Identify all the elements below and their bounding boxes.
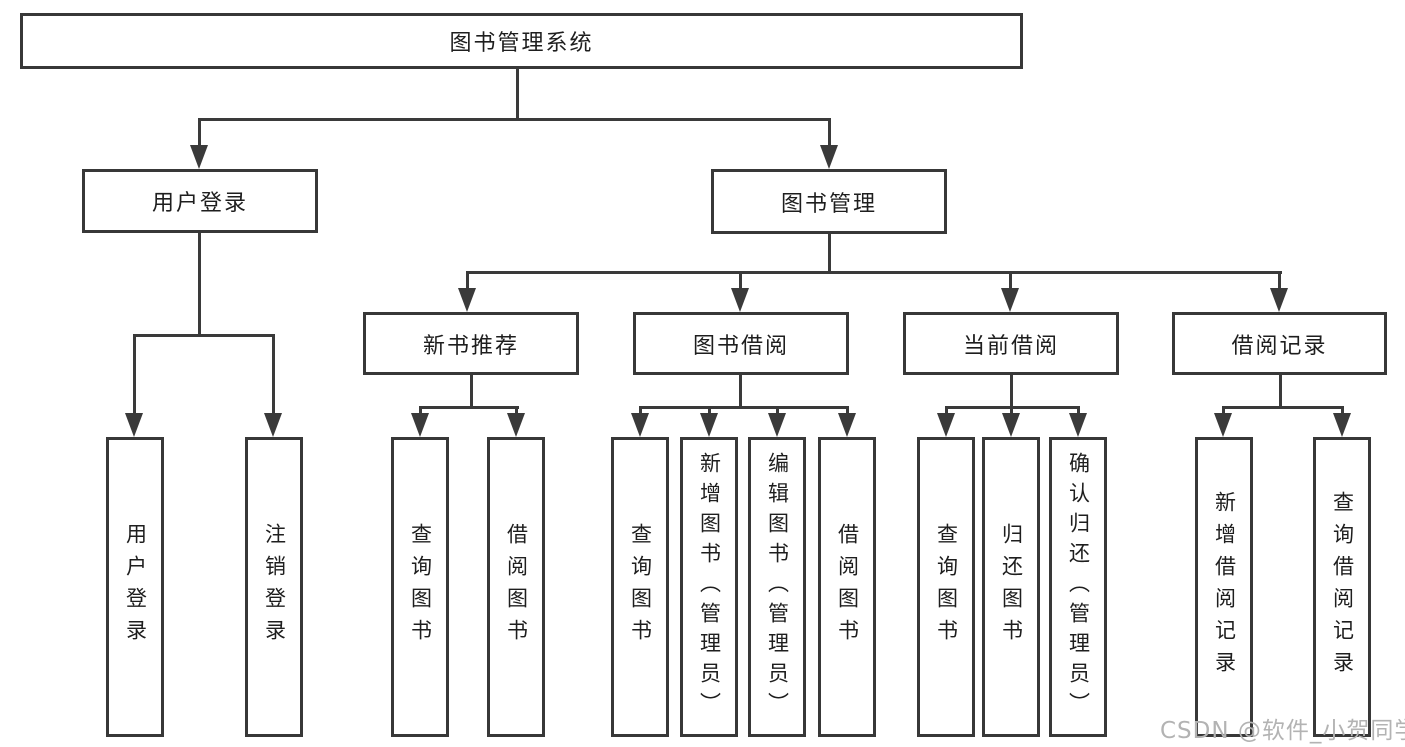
arrow-down-icon bbox=[458, 288, 476, 312]
connector-line bbox=[739, 271, 742, 291]
leaf-query-borrow-record: 查询借阅记录 bbox=[1313, 437, 1371, 737]
leaf-add-book-admin-label: 新增图书（管理员） bbox=[697, 452, 722, 722]
arrow-down-icon bbox=[1002, 413, 1020, 437]
connector-line bbox=[466, 271, 469, 291]
connector-line bbox=[198, 118, 831, 121]
connector-line bbox=[515, 406, 518, 416]
connector-line bbox=[198, 118, 201, 148]
leaf-query-books-recommend-label: 查询图书 bbox=[408, 523, 433, 651]
leaf-add-book-admin: 新增图书（管理员） bbox=[680, 437, 738, 737]
leaf-borrow-books-borrow-label: 借阅图书 bbox=[835, 523, 860, 651]
node-user-login: 用户登录 bbox=[82, 169, 318, 233]
leaf-add-borrow-record: 新增借阅记录 bbox=[1195, 437, 1253, 737]
connector-line bbox=[1010, 406, 1013, 416]
arrow-down-icon bbox=[1270, 288, 1288, 312]
connector-line bbox=[639, 406, 849, 409]
arrow-down-icon bbox=[631, 413, 649, 437]
connector-line bbox=[1009, 271, 1012, 291]
connector-line bbox=[419, 406, 519, 409]
arrow-down-icon bbox=[190, 145, 208, 169]
connector-line bbox=[945, 406, 948, 416]
node-root: 图书管理系统 bbox=[20, 13, 1023, 69]
leaf-borrow-books-recommend-label: 借阅图书 bbox=[504, 523, 529, 651]
leaf-query-books-current: 查询图书 bbox=[917, 437, 975, 737]
connector-line bbox=[198, 233, 201, 337]
arrow-down-icon bbox=[731, 288, 749, 312]
leaf-borrow-books-borrow: 借阅图书 bbox=[818, 437, 876, 737]
connector-line bbox=[1222, 406, 1225, 416]
leaf-query-books-recommend: 查询图书 bbox=[391, 437, 449, 737]
node-book-management-label: 图书管理 bbox=[780, 191, 877, 217]
node-new-book-recommend-label: 新书推荐 bbox=[422, 333, 519, 359]
arrow-down-icon bbox=[264, 413, 282, 437]
arrow-down-icon bbox=[1333, 413, 1351, 437]
leaf-edit-book-admin-label: 编辑图书（管理员） bbox=[765, 452, 790, 722]
leaf-confirm-return-admin-label: 确认归还（管理员） bbox=[1066, 452, 1091, 722]
arrow-down-icon bbox=[937, 413, 955, 437]
leaf-confirm-return-admin: 确认归还（管理员） bbox=[1049, 437, 1107, 737]
connector-line bbox=[1010, 375, 1013, 409]
connector-line bbox=[419, 406, 422, 416]
node-current-borrow: 当前借阅 bbox=[903, 312, 1119, 375]
node-book-borrow: 图书借阅 bbox=[633, 312, 849, 375]
arrow-down-icon bbox=[1214, 413, 1232, 437]
arrow-down-icon bbox=[411, 413, 429, 437]
connector-line bbox=[828, 118, 831, 148]
connector-line bbox=[470, 375, 473, 409]
node-book-management: 图书管理 bbox=[711, 169, 947, 234]
leaf-return-book-label: 归还图书 bbox=[999, 523, 1024, 651]
csdn-watermark: CSDN @软件_小贺同学 bbox=[1160, 718, 1405, 744]
connector-line bbox=[133, 334, 136, 416]
leaf-logout-label: 注销登录 bbox=[262, 523, 287, 651]
connector-line bbox=[846, 406, 849, 416]
node-new-book-recommend: 新书推荐 bbox=[363, 312, 579, 375]
node-borrow-records-label: 借阅记录 bbox=[1231, 333, 1328, 359]
leaf-borrow-books-recommend: 借阅图书 bbox=[487, 437, 545, 737]
leaf-return-book: 归还图书 bbox=[982, 437, 1040, 737]
leaf-query-books-borrow: 查询图书 bbox=[611, 437, 669, 737]
connector-line bbox=[739, 375, 742, 409]
connector-line bbox=[639, 406, 642, 416]
connector-line bbox=[272, 334, 275, 416]
leaf-add-borrow-record-label: 新增借阅记录 bbox=[1212, 491, 1237, 683]
connector-line bbox=[516, 69, 519, 121]
leaf-query-borrow-record-label: 查询借阅记录 bbox=[1330, 491, 1355, 683]
arrow-down-icon bbox=[820, 145, 838, 169]
arrow-down-icon bbox=[700, 413, 718, 437]
connector-line bbox=[466, 271, 1282, 274]
node-borrow-records: 借阅记录 bbox=[1172, 312, 1387, 375]
leaf-logout: 注销登录 bbox=[245, 437, 303, 737]
leaf-query-books-borrow-label: 查询图书 bbox=[628, 523, 653, 651]
connector-line bbox=[133, 334, 275, 337]
leaf-edit-book-admin: 编辑图书（管理员） bbox=[748, 437, 806, 737]
connector-line bbox=[708, 406, 711, 416]
arrow-down-icon bbox=[768, 413, 786, 437]
connector-line bbox=[1222, 406, 1343, 409]
node-root-label: 图书管理系统 bbox=[449, 31, 594, 56]
node-user-login-label: 用户登录 bbox=[151, 191, 248, 216]
connector-line bbox=[1278, 271, 1281, 291]
leaf-query-books-current-label: 查询图书 bbox=[934, 523, 959, 651]
connector-line bbox=[1077, 406, 1080, 416]
connector-line bbox=[828, 234, 831, 274]
leaf-user-login: 用户登录 bbox=[106, 437, 164, 737]
node-book-borrow-label: 图书借阅 bbox=[692, 333, 789, 359]
arrow-down-icon bbox=[1001, 288, 1019, 312]
arrow-down-icon bbox=[125, 413, 143, 437]
arrow-down-icon bbox=[838, 413, 856, 437]
connector-line bbox=[776, 406, 779, 416]
leaf-user-login-label: 用户登录 bbox=[123, 523, 148, 651]
arrow-down-icon bbox=[507, 413, 525, 437]
arrow-down-icon bbox=[1069, 413, 1087, 437]
connector-line bbox=[1341, 406, 1344, 416]
connector-line bbox=[1279, 375, 1282, 409]
node-current-borrow-label: 当前借阅 bbox=[962, 333, 1059, 359]
